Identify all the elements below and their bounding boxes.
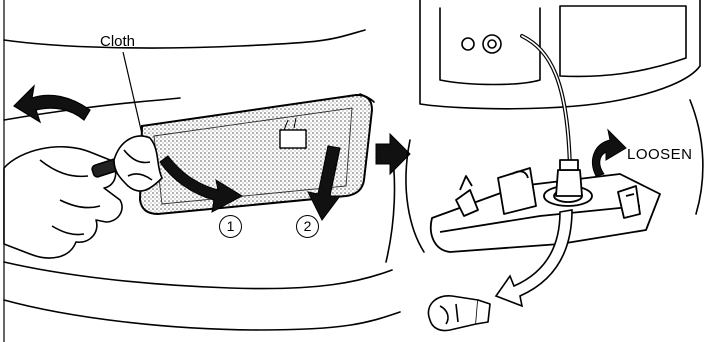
cloth-label: Cloth xyxy=(100,33,135,50)
lamp-housing xyxy=(431,160,660,252)
step-1-marker: 1 xyxy=(219,215,242,238)
transition-arrow xyxy=(376,134,410,174)
wedge-bulb xyxy=(428,296,490,331)
bumper-lower-line xyxy=(4,262,392,289)
cloth-leader-line xyxy=(123,52,142,134)
step-2-marker: 2 xyxy=(296,215,319,238)
loosen-arrow xyxy=(592,130,626,176)
loosen-label: LOOSEN xyxy=(627,146,693,163)
hand-with-screwdriver xyxy=(4,136,162,258)
